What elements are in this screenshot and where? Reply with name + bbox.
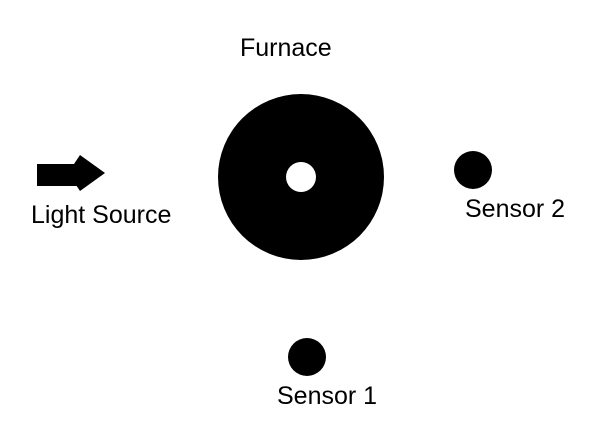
furnace-label: Furnace (240, 34, 332, 62)
sensor-2-dot-icon (454, 151, 492, 189)
sensor-1-label: Sensor 1 (277, 382, 378, 410)
sensor-1-dot-icon (288, 338, 326, 376)
light-source-arrow-icon (37, 155, 105, 191)
light-source-label: Light Source (31, 201, 172, 229)
furnace-ring-icon (218, 94, 384, 260)
sensor-2-label: Sensor 2 (465, 195, 566, 223)
